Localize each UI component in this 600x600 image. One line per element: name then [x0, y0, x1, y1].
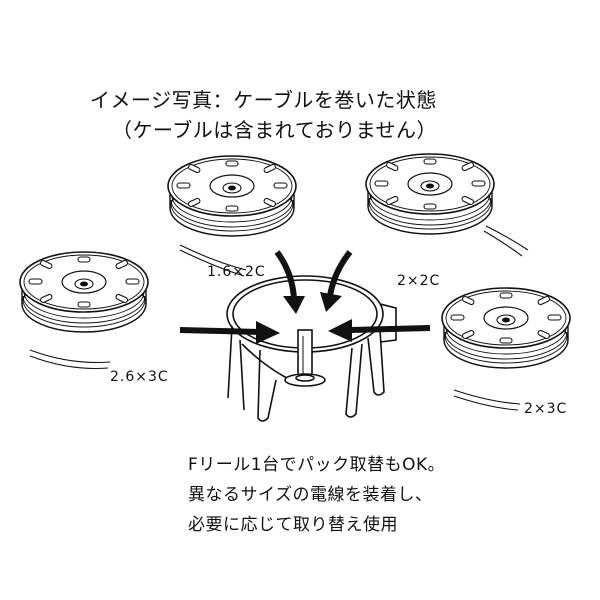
reel-right: [441, 287, 571, 369]
note-line-1: Fリール1台でパック取替もOK。: [188, 455, 446, 475]
reel-label-top-right: 2×2C: [397, 273, 441, 289]
reel-label-left: 2.6×3C: [110, 369, 169, 385]
arrow-right: [328, 319, 431, 342]
arrow-left: [179, 321, 280, 344]
reel-label-top-left: 1.6×2C: [207, 264, 266, 280]
reel-left: [19, 251, 149, 333]
note-line-3: 必要に応じて取り替え使用: [188, 515, 398, 535]
caption-line-2: （ケーブルは含まれておりません）: [112, 118, 437, 142]
reel-top-left: [167, 155, 297, 237]
caption-line-1: イメージ写真：ケーブルを巻いた状態: [90, 88, 437, 112]
arrow-top-right: [320, 250, 353, 312]
arrow-top-left: [274, 250, 305, 314]
reel-label-right: 2×3C: [524, 401, 568, 417]
note-line-2: 異なるサイズの電線を装着し、: [188, 485, 433, 505]
reel-top-right: [365, 153, 495, 235]
cable-tails: [29, 225, 529, 411]
reel-stand: [226, 275, 397, 422]
